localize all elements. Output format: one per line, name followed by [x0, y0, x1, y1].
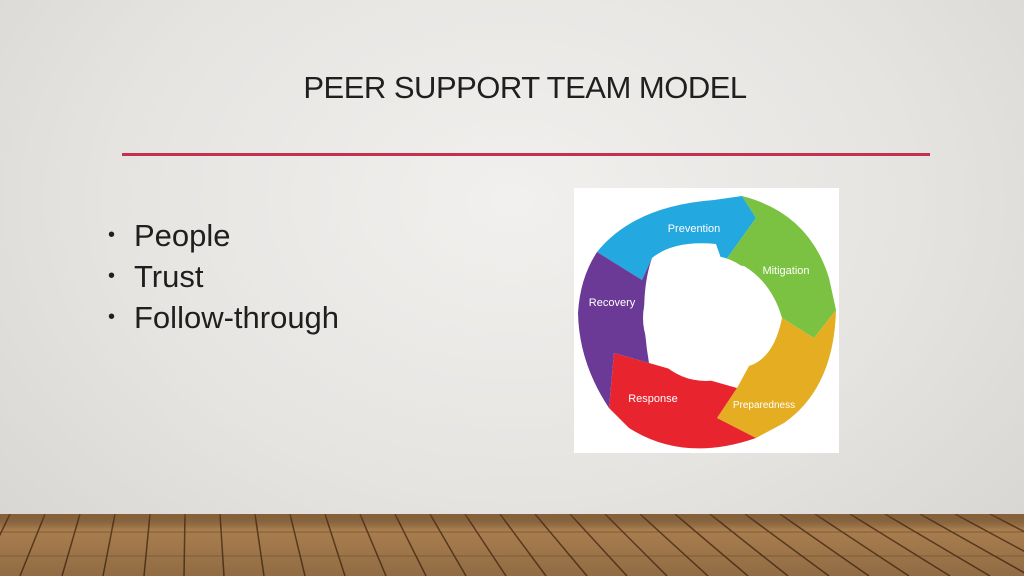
bullet-text: People: [134, 218, 231, 253]
cycle-diagram: Prevention Mitigation Preparedness Respo…: [574, 188, 839, 453]
recovery-label: Recovery: [589, 297, 636, 309]
bullet-list: • People • Trust • Follow-through: [108, 215, 339, 338]
bullet-text: Trust: [134, 259, 204, 294]
slide-title: PEER SUPPORT TEAM MODEL: [303, 70, 747, 105]
response-label: Response: [628, 393, 678, 405]
diagram-center: [643, 255, 769, 381]
response-segment: [609, 353, 756, 449]
bullet-item: • Follow-through: [108, 297, 339, 338]
prevention-label: Prevention: [668, 223, 721, 235]
bullet-icon: •: [108, 306, 116, 328]
mitigation-segment: [723, 196, 836, 338]
preparedness-label: Preparedness: [733, 400, 795, 411]
prevention-segment: [597, 196, 756, 280]
preparedness-segment: [717, 310, 836, 438]
mitigation-label: Mitigation: [762, 265, 809, 277]
bullet-item: • Trust: [108, 256, 339, 297]
bullet-item: • People: [108, 215, 339, 256]
bullet-icon: •: [108, 265, 116, 287]
bullet-text: Follow-through: [134, 300, 340, 335]
wood-floor: [0, 514, 1024, 576]
bullet-icon: •: [108, 224, 116, 246]
recovery-segment: [578, 252, 652, 408]
title-divider: [122, 153, 930, 156]
